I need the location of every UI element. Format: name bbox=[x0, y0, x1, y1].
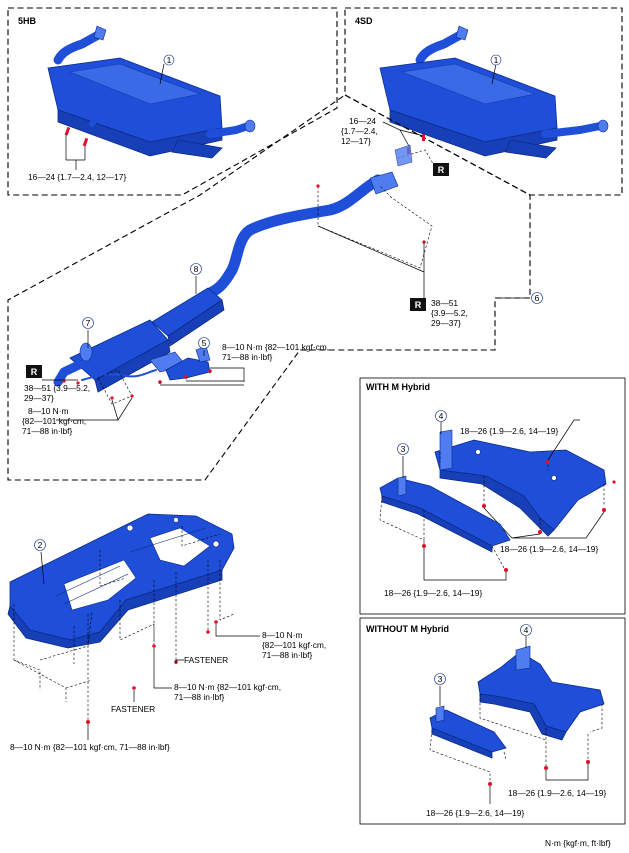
hb-silencer-group: 5HB 1 16—24 {1.7—2.4, 12—17} bbox=[7, 7, 338, 196]
callout-1-sd bbox=[490, 54, 502, 66]
svg-text:R: R bbox=[415, 300, 422, 310]
crossbar-3-hybrid: 3 bbox=[379, 443, 511, 553]
hb-bolt-left bbox=[64, 126, 71, 136]
nohybrid-right-torque: 18—26 {1.9—2.6, 14—19} bbox=[508, 788, 606, 798]
catalyst-bracket-torque-1: 8—10 N·m bbox=[28, 406, 69, 416]
callout-3-hybrid bbox=[397, 443, 409, 455]
insulator-mid-torque-2: 71—88 in·lbf} bbox=[174, 692, 224, 702]
hybrid-top-torque: 18—26 {1.9—2.6, 14—19} bbox=[460, 426, 558, 436]
svg-text:4: 4 bbox=[439, 411, 444, 421]
sd-silencer-torque-3: 12—17} bbox=[341, 136, 371, 146]
insulator-right-torque-3: 71—88 in·lbf} bbox=[262, 650, 312, 660]
callout-1-hb bbox=[163, 54, 175, 66]
callout-4-nohybrid bbox=[520, 624, 532, 636]
without-hybrid-panel: WITHOUT M Hybrid 4 18—26 {1.9—2.6, 14—19… bbox=[359, 617, 626, 825]
front-pipe-torque-1: 38—51 bbox=[431, 298, 458, 308]
hb-bolt-right bbox=[82, 137, 89, 147]
insulator-bottom-torque: 8—10 N·m {82—101 kgf·cm, 71—88 in·lbf} bbox=[10, 742, 170, 752]
svg-text:4: 4 bbox=[524, 625, 529, 635]
sd-flange-bolt-2 bbox=[422, 134, 425, 141]
crossmember-4-hybrid: 4 bbox=[434, 410, 607, 537]
sd-silencer-torque-1: 16—24 bbox=[349, 116, 376, 126]
sd-silencer-torque-2: {1.7—2.4, bbox=[341, 126, 378, 136]
with-hybrid-title: WITH M Hybrid bbox=[366, 382, 430, 392]
replace-mark-front-pipe bbox=[410, 298, 426, 311]
hybrid-right-torque: 18—26 {1.9—2.6, 14—19} bbox=[500, 544, 598, 554]
sd-silencer-group: 4SD 1 bbox=[344, 7, 623, 196]
callout-8 bbox=[190, 263, 202, 275]
hanger-bracket-5: 5 bbox=[165, 337, 211, 381]
svg-text:6: 6 bbox=[535, 293, 540, 303]
center-exhaust-group: 16—24 {1.7—2.4, 12—17} R 8 R 38—51 {3.9—… bbox=[7, 94, 543, 481]
front-pipe-torque-2: {3.9—5.2, bbox=[431, 308, 468, 318]
svg-text:R: R bbox=[31, 367, 38, 377]
catalyst-bracket-torque-3: 71—88 in·lbf} bbox=[22, 426, 72, 436]
catalyst-bracket-torque-2: {82—101 kgf·cm, bbox=[22, 416, 86, 426]
hb-variant-label: 5HB bbox=[18, 16, 37, 26]
sd-variant-frame bbox=[344, 7, 623, 196]
callout-4-hybrid bbox=[435, 410, 447, 422]
svg-text:R: R bbox=[438, 165, 445, 175]
svg-text:8: 8 bbox=[194, 264, 199, 274]
svg-text:1: 1 bbox=[167, 55, 172, 65]
with-hybrid-frame bbox=[359, 377, 626, 615]
unit-note: N·m {kgf·m, ft·lbf} bbox=[545, 838, 611, 848]
catalyst-flange-torque-2: 29—37} bbox=[24, 393, 54, 403]
hb-main-silencer: 1 bbox=[47, 25, 256, 159]
fastener-label-2: FASTENER bbox=[111, 704, 155, 714]
without-hybrid-frame bbox=[359, 617, 626, 825]
with-hybrid-panel: WITH M Hybrid 4 18—26 {1.9—2.6, 14—19} 1… bbox=[359, 377, 626, 615]
crossmember-4-nohybrid: 4 bbox=[477, 624, 605, 741]
svg-text:3: 3 bbox=[438, 674, 443, 684]
center-pipe-8: 8 bbox=[151, 171, 399, 347]
sd-variant-label: 4SD bbox=[355, 16, 373, 26]
underbody-insulator-2: 2 bbox=[7, 513, 235, 649]
hb-variant-frame bbox=[7, 7, 338, 196]
fastener-label-1: FASTENER bbox=[184, 655, 228, 665]
svg-text:1: 1 bbox=[494, 55, 499, 65]
center-frame bbox=[7, 94, 531, 481]
callout-2 bbox=[34, 539, 46, 551]
replace-mark-gasket-top bbox=[433, 163, 449, 176]
without-hybrid-title: WITHOUT M Hybrid bbox=[366, 624, 449, 634]
sd-main-silencer: 1 bbox=[379, 25, 609, 159]
hanger-torque-1: 8—10 N·m {82—101 kgf·cm, bbox=[222, 342, 329, 352]
svg-text:5: 5 bbox=[202, 338, 207, 348]
insulator-2-group: 2 8—10 N·m {82—101 kgf·cm, 71—88 in·lbf}… bbox=[7, 513, 326, 752]
insulator-mid-torque-1: 8—10 N·m {82—101 kgf·cm, bbox=[174, 682, 281, 692]
front-pipe-torque-3: 29—37} bbox=[431, 318, 461, 328]
catalyst-flange-torque-1: 38—51 {3.9—5.2, bbox=[24, 383, 90, 393]
svg-text:3: 3 bbox=[401, 444, 406, 454]
hybrid-bottom-torque: 18—26 {1.9—2.6, 14—19} bbox=[384, 588, 482, 598]
callout-6 bbox=[531, 292, 543, 304]
insulator-right-torque-1: 8—10 N·m bbox=[262, 630, 303, 640]
svg-text:7: 7 bbox=[86, 318, 91, 328]
callout-3-nohybrid bbox=[434, 673, 446, 685]
hanger-torque-2: 71—88 in·lbf} bbox=[222, 352, 272, 362]
hb-silencer-torque: 16—24 {1.7—2.4, 12—17} bbox=[28, 172, 126, 182]
catalytic-converter-7: 7 bbox=[53, 317, 187, 393]
callout-5 bbox=[198, 337, 210, 349]
svg-text:2: 2 bbox=[38, 540, 43, 550]
insulator-right-torque-2: {82—101 kgf·cm, bbox=[262, 640, 326, 650]
nohybrid-bottom-torque: 18—26 {1.9—2.6, 14—19} bbox=[426, 808, 524, 818]
callout-7 bbox=[82, 317, 94, 329]
replace-mark-catalyst bbox=[26, 365, 42, 378]
